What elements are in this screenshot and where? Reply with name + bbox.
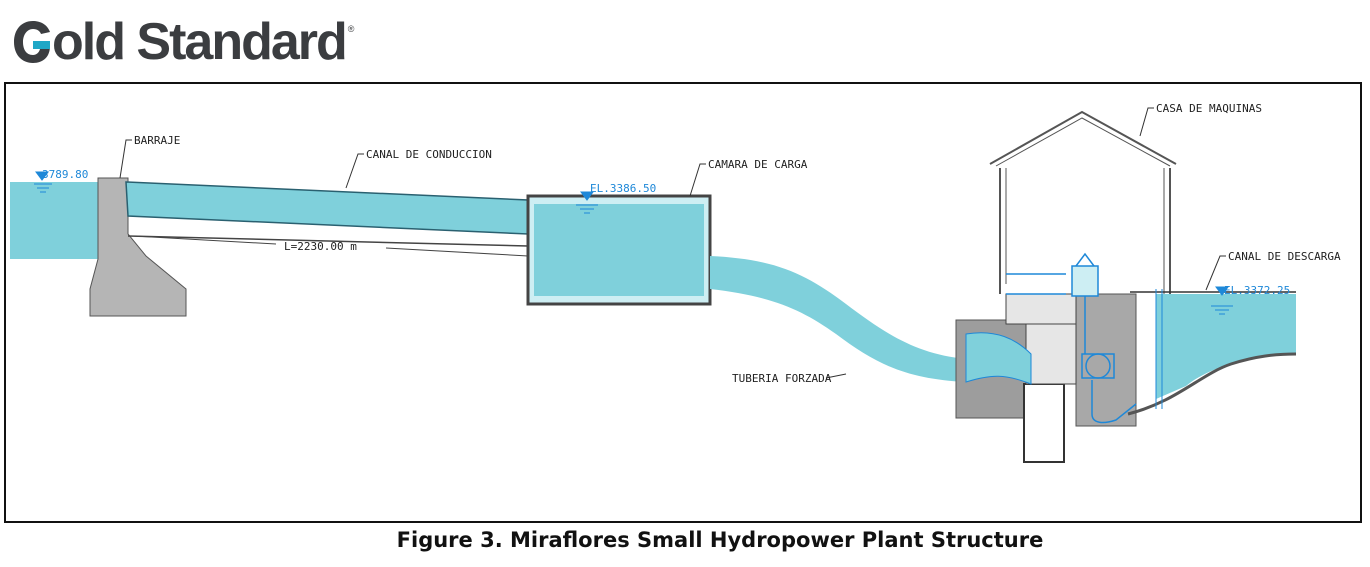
penstock-tuberia-forzada [710,256,966,382]
logo-g-icon [14,21,50,63]
gold-standard-logo: old Standard ® [10,14,354,70]
tailrace-canal-descarga [1156,294,1296,399]
canal-conduccion-label: CANAL DE CONDUCCION [366,148,492,161]
canal-bottom-line [127,235,529,247]
powerhouse-roof [989,110,1177,165]
water-level-marker-tailwater [1211,286,1233,315]
forebay-elevation: EL.3386.50 [590,182,656,195]
canal-length-label: L=2230.00 m [284,240,357,253]
leader-lines [119,107,1226,379]
draft-tube-columns [1155,289,1163,409]
logo-registered-mark: ® [347,24,355,34]
casa-maquinas-label: CASA DE MAQUINAS [1156,102,1262,115]
figure-caption: Figure 3. Miraflores Small Hydropower Pl… [396,528,1044,552]
canal-descarga-label: CANAL DE DESCARGA [1228,250,1341,263]
water-level-marker-forebay [576,191,598,214]
penstock-bend [965,332,1032,385]
water-level-marker-upstream [34,171,52,193]
turbine-generator [1006,252,1137,424]
conduction-canal [125,181,529,235]
logo-text: old Standard [52,13,348,71]
upstream-elevation: 3789.80 [42,168,88,181]
barraje-label: BARRAJE [134,134,180,147]
hydropower-structure-diagram: 3789.80 EL.3386.50 EL.3372.25 L=2230.00 … [10,102,1341,463]
diagram-frame: 3789.80 EL.3386.50 EL.3372.25 L=2230.00 … [4,82,1362,523]
upstream-reservoir [10,182,98,259]
camara-carga-label: CAMARA DE CARGA [708,158,808,171]
tailwater-elevation: EL.3372.25 [1224,284,1290,297]
tuberia-forzada-label: TUBERIA FORZADA [732,372,832,385]
